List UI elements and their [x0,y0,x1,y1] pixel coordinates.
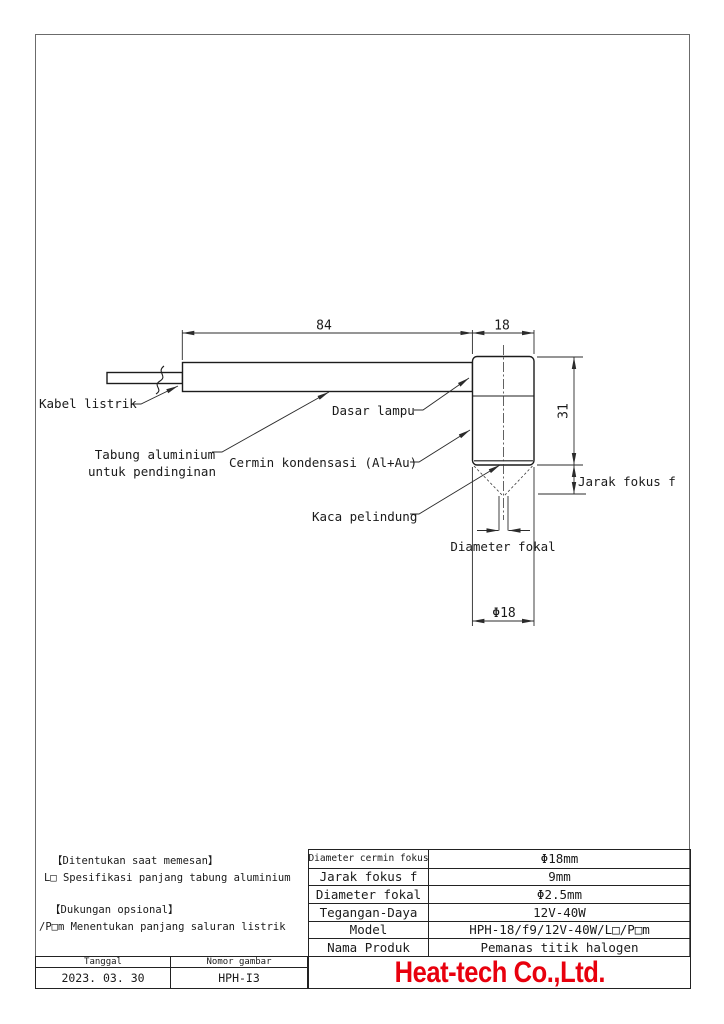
focal-distance-label: Jarak fokus f [578,474,676,489]
table-row: Jarak fokus f 9mm [309,867,690,886]
spec-value: 12V-40W [533,904,586,920]
spec-value: 9mm [548,869,571,885]
leader-tube [212,391,330,453]
leader-cable [131,385,179,405]
date-value: 2023. 03. 30 [36,968,171,988]
spec-label: Model [309,921,429,939]
cable-label: Kabel listrik [39,396,137,411]
cable-shape [106,371,184,385]
table-row: Tegangan-Daya 12V-40W [309,902,690,921]
focal-diameter-label: Diameter fokal [450,539,555,554]
aluminium-tube-shape [181,361,474,393]
table-row: Diameter fokal Φ2.5mm [309,885,690,903]
note-order-body: L□ Spesifikasi panjang tabung aluminium [44,872,291,884]
spec-label: Diameter cermin fokus [309,850,429,868]
drawing-number-value: HPH-I3 [218,971,260,985]
tube-label-line1: Tabung aluminium [95,447,215,462]
spec-label: Nama Produk [309,939,429,956]
lamp-base-label: Dasar lampu [332,403,415,418]
dim-tube-length-value: 84 [316,319,332,334]
leader-mirror [410,429,471,463]
spec-label: Jarak fokus f [309,868,429,886]
condenser-mirror-label: Cermin kondensasi (Al+Au) [229,455,417,470]
note-order-title: 【Ditentukan saat memesan】 [52,855,219,867]
focal-cone-line [503,465,533,497]
note-optional-title: 【Dukungan opsional】 [50,904,179,916]
table-row: Diameter cermin fokus Φ18mm [309,850,690,868]
title-block: Tanggal Nomor gambar 2023. 03. 30 HPH-I3 [35,956,308,989]
dim-head-height-value: 31 [557,403,572,419]
leader-glass [410,464,501,515]
spec-value: Φ2.5mm [536,887,583,903]
spec-label: Diameter fokal [309,886,429,903]
table-row: Model HPH-18/f9/12V-40W/L□/P□m [309,920,690,939]
tube-label-line2: untuk pendinginan [88,464,216,479]
dim-head-width-value: 18 [494,319,510,334]
spec-label: Tegangan-Daya [309,903,429,921]
leader-lamp-base [414,377,470,411]
table-row: Nama Produk Pemanas titik halogen [309,938,690,956]
cable-break-symbol [155,365,165,395]
drawing-number-header: Nomor gambar [171,957,307,968]
focal-cone-line [473,465,504,497]
protective-glass-label: Kaca pelindung [312,509,417,524]
spec-table: Diameter cermin fokus Φ18mm Jarak fokus … [308,849,691,957]
spec-value: HPH-18/f9/12V-40W/L□/P□m [469,922,650,938]
logo-box: Heat-tech Co.,Ltd. [308,956,691,989]
date-header: Tanggal [36,957,171,968]
dim-head-diameter-value: Φ18 [492,606,515,621]
company-logo: Heat-tech Co.,Ltd. [394,955,605,989]
spec-value: Φ18mm [540,851,579,867]
spec-value: Pemanas titik halogen [480,940,639,956]
note-optional-body: /P□m Menentukan panjang saluran listrik [39,921,286,933]
